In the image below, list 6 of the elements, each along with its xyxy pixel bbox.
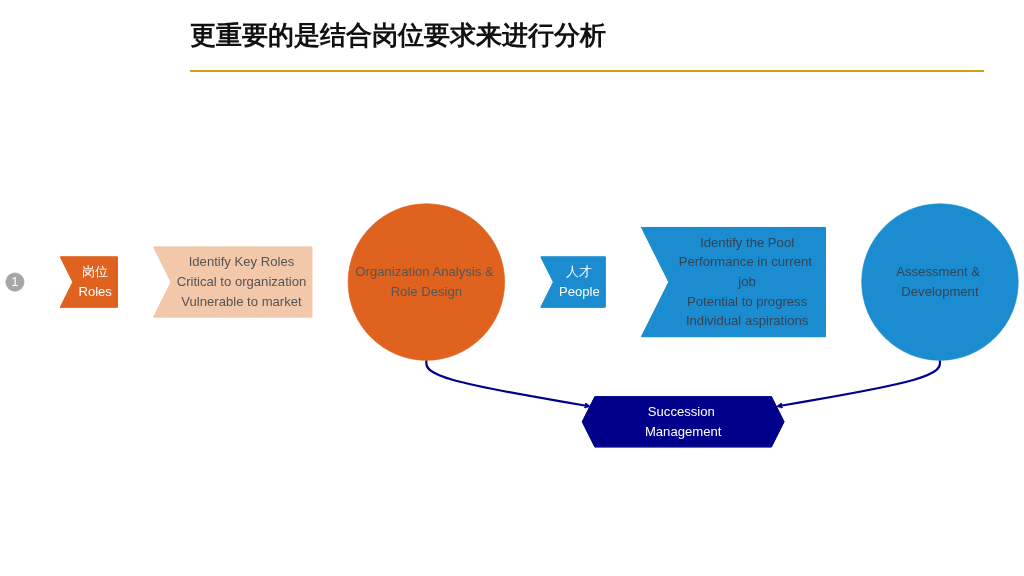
node-circle: Organization Analysis & Role Design	[347, 203, 505, 361]
node-circle: 1	[5, 272, 25, 292]
arrow	[776, 359, 942, 409]
slide-title: 更重要的是结合岗位要求来进行分析	[190, 18, 606, 52]
arrow	[425, 359, 591, 409]
node-circle: Assessment & Development	[861, 203, 1019, 361]
